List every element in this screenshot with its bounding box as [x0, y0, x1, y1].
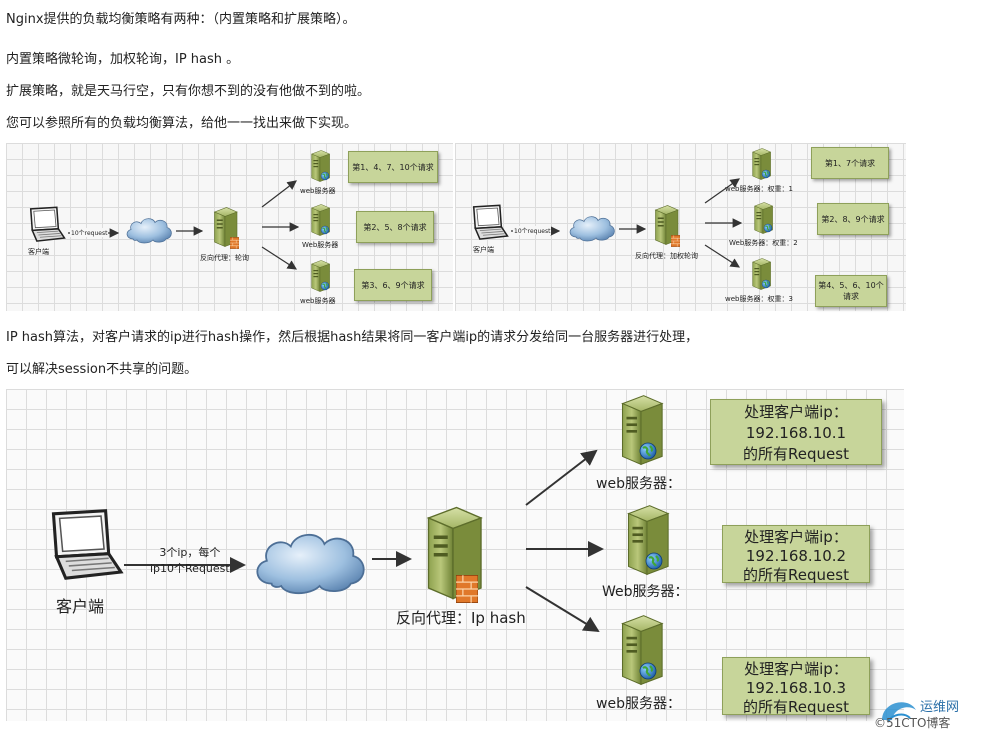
reference-text: 您可以参照所有的负载均衡算法，给他一一找出来做下实现。 [6, 116, 358, 131]
ip-mapping-box: 处理客户端ip： 192.168.10.2 的所有Request [722, 525, 870, 584]
laptop-icon [29, 206, 66, 242]
request-box: 第3、6、9个请求 [354, 269, 432, 301]
request-label: 10个request [513, 226, 552, 235]
request-box: 第1、7个请求 [811, 147, 889, 179]
firewall-icon [456, 575, 478, 603]
globe-icon [763, 223, 773, 233]
server-label: web服务器 [300, 297, 336, 305]
watermark-cn: 运维网 [920, 700, 960, 715]
box-line: 的所有Request [743, 698, 849, 716]
client-label: 客户端 [473, 246, 494, 254]
iphash-description-text: IP hash算法，对客户请求的ip进行hash操作，然后根据hash结果将同一… [6, 330, 699, 345]
cloud-icon [126, 218, 172, 244]
server-label: web服务器：权重：3 [725, 295, 793, 303]
box-line: 的所有Request [743, 566, 849, 584]
request-label-line1: 3个ip，每个 [159, 546, 221, 559]
globe-icon [638, 441, 658, 461]
firewall-icon [671, 235, 680, 247]
proxy-label: 反向代理：加权轮询 [635, 252, 698, 260]
box-ip: 192.168.10.2 [745, 547, 847, 565]
round-robin-diagram: 10个request 客户端 反向代理：轮询 web服务器 Web服务器 web… [6, 143, 453, 311]
globe-icon [320, 171, 330, 181]
ip-mapping-box: 处理客户端ip： 192.168.10.3 的所有Request [722, 657, 870, 716]
box-line: 处理客户端ip： [744, 528, 848, 546]
request-box: 第2、8、9个请求 [817, 203, 889, 235]
session-text: 可以解决session不共享的问题。 [6, 362, 198, 377]
laptop-icon [51, 509, 123, 580]
request-label-line2: ip10个Request [150, 562, 230, 575]
firewall-icon [230, 237, 239, 249]
globe-icon [761, 279, 771, 289]
server-label: Web服务器： [602, 584, 689, 600]
client-label: 客户端 [28, 248, 49, 256]
iphash-diagram: 3个ip，每个 ip10个Request 客户端 反向代理：Ip hash we… [6, 389, 904, 721]
server-label: Web服务器 [302, 241, 339, 249]
server-label: web服务器：权重：1 [725, 185, 793, 193]
laptop-icon [472, 204, 509, 240]
globe-icon [320, 225, 330, 235]
builtin-strategies-text: 内置策略微轮询，加权轮询，IP hash 。 [6, 52, 240, 67]
request-box: 第4、5、6、10个请求 [815, 275, 887, 307]
globe-icon [320, 281, 330, 291]
request-label: 3个ip，每个 ip10个Request [150, 545, 230, 577]
cloud-icon [569, 216, 615, 242]
box-line: 处理客户端ip： [744, 660, 848, 678]
watermark-logo-icon [882, 702, 916, 723]
server-label: web服务器： [596, 476, 681, 492]
proxy-label: 反向代理：Ip hash [396, 609, 526, 627]
box-ip: 192.168.10.3 [745, 679, 847, 697]
request-box: 第2、5、8个请求 [356, 211, 434, 243]
intro-text: Nginx提供的负载均衡策略有两种：（内置策略和扩展策略）。 [6, 12, 356, 27]
server-label: Web服务器：权重：2 [729, 239, 798, 247]
box-line: 的所有Request [743, 445, 849, 463]
server-label: web服务器： [596, 696, 681, 712]
box-line: 处理客户端ip： [744, 403, 848, 421]
server-label: web服务器 [300, 187, 336, 195]
client-label: 客户端 [56, 597, 105, 616]
cloud-icon [256, 533, 365, 595]
box-ip: 192.168.10.1 [745, 424, 847, 442]
weighted-round-robin-diagram: 10个request 客户端 反向代理：加权轮询 web服务器：权重：1 Web… [455, 143, 906, 311]
request-label: 10个request [70, 228, 109, 237]
globe-icon [644, 551, 664, 571]
globe-icon [761, 169, 771, 179]
watermark-en: ©51CTO博客 [874, 716, 951, 730]
extended-strategies-text: 扩展策略，就是天马行空，只有你想不到的没有他做不到的啦。 [6, 84, 371, 99]
globe-icon [638, 661, 658, 681]
request-box: 第1、4、7、10个请求 [348, 151, 438, 183]
proxy-label: 反向代理：轮询 [200, 254, 249, 262]
ip-mapping-box: 处理客户端ip： 192.168.10.1 的所有Request [710, 399, 882, 465]
